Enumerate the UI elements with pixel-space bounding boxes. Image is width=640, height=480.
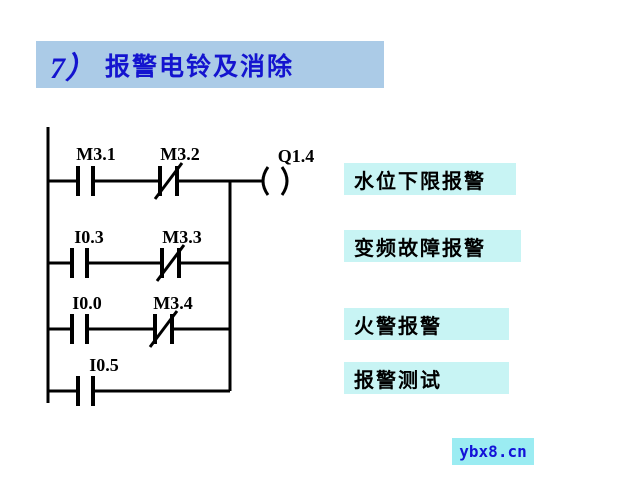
contact-label-i00: I0.0 xyxy=(72,293,102,313)
contact-label-m33: M3.3 xyxy=(162,227,202,247)
contact-label-m32: M3.2 xyxy=(160,144,200,164)
annotation-alarm-test: 报警测试 xyxy=(344,362,509,394)
annotation-water-level-low-alarm: 水位下限报警 xyxy=(344,163,516,195)
annotation-vfd-fault-alarm: 变频故障报警 xyxy=(344,230,521,262)
title-number: 7） xyxy=(50,51,95,85)
coil-symbol xyxy=(261,166,270,196)
coil-label-q14: Q1.4 xyxy=(278,146,315,166)
rung-2 xyxy=(48,244,230,282)
rung-1 xyxy=(48,162,289,200)
nc-slash-m32 xyxy=(153,162,184,200)
contact-label-i03: I0.3 xyxy=(74,227,104,247)
watermark: ybx8.cn xyxy=(452,438,534,465)
rung-3 xyxy=(48,310,230,348)
nc-slash-m34 xyxy=(148,310,179,348)
ladder-wires xyxy=(46,127,289,406)
page-title: 报警电铃及消除 xyxy=(105,52,295,81)
contact-label-m31: M3.1 xyxy=(76,144,116,164)
slide-title-bar: 7） 报警电铃及消除 xyxy=(36,41,384,88)
annotation-fire-alarm: 火警报警 xyxy=(344,308,509,340)
rung-4 xyxy=(48,376,230,406)
contact-label-m34: M3.4 xyxy=(153,293,193,313)
coil-symbol xyxy=(280,166,289,196)
nc-slash-m33 xyxy=(155,244,186,282)
contact-label-i05: I0.5 xyxy=(89,355,119,375)
